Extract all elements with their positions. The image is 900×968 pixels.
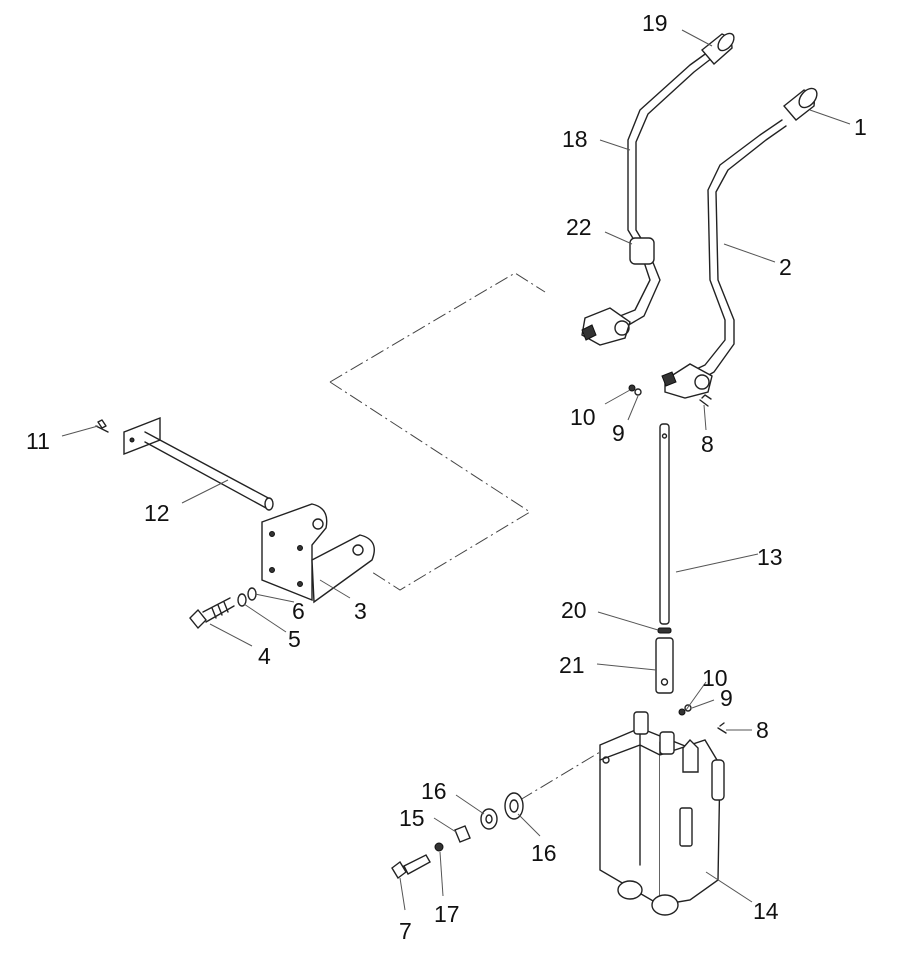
callout-15: 15 [399, 805, 425, 831]
bushing-15 [454, 825, 471, 843]
bracket-3 [261, 503, 375, 604]
knob-1 [782, 87, 818, 121]
leader-lines [61, 29, 851, 911]
callout-16: 16 [421, 778, 447, 804]
callout-13: 13 [757, 544, 783, 570]
knob-19 [700, 32, 735, 65]
washer-6 [247, 587, 257, 601]
callout-19: 19 [642, 10, 668, 36]
lever-18 [581, 51, 713, 346]
callout-17: 17 [434, 901, 460, 927]
bolt-8-lower [717, 722, 727, 734]
callout-7: 7 [399, 918, 412, 944]
callout-12: 12 [144, 500, 170, 526]
washer-16 [480, 808, 498, 830]
callout-10: 10 [570, 404, 596, 430]
callout-21: 21 [559, 652, 585, 678]
callout-20: 20 [561, 597, 587, 623]
callout-9: 9 [612, 420, 625, 446]
control-valve-14 [599, 711, 725, 916]
bolt-11 [95, 419, 109, 433]
callout-9-lower: 9 [720, 685, 733, 711]
callout-5: 5 [288, 626, 301, 652]
callout-2: 2 [779, 254, 792, 280]
callout-10-lower: 10 [702, 665, 728, 691]
callout-22: 22 [566, 214, 592, 240]
callout-3: 3 [354, 598, 367, 624]
callout-11: 11 [26, 428, 50, 454]
callout-14: 14 [753, 898, 779, 924]
washer-9 [634, 388, 642, 396]
callout-18: 18 [562, 126, 588, 152]
nut-10-lower [678, 708, 686, 716]
callout-4: 4 [258, 643, 271, 669]
callout-labels: 19 1 18 22 2 10 9 8 11 12 13 6 3 5 4 20 … [26, 10, 867, 944]
callout-6: 6 [292, 598, 305, 624]
bolt-8 [699, 394, 712, 407]
callout-8: 8 [701, 431, 714, 457]
assembly-reference-line [329, 272, 546, 591]
lever-2 [661, 119, 787, 399]
clevis-21 [655, 637, 674, 694]
washer-5 [237, 593, 247, 607]
rod-13 [659, 423, 670, 625]
bolt-7 [391, 854, 431, 880]
ring-20 [657, 627, 672, 634]
washer-17 [434, 842, 444, 852]
callout-16-lower: 16 [531, 840, 557, 866]
seal-16 [504, 792, 524, 820]
rod-12 [123, 416, 274, 511]
bolt-4 [189, 597, 235, 630]
nut-10 [628, 384, 636, 392]
callout-1: 1 [854, 114, 867, 140]
callout-8-lower: 8 [756, 717, 769, 743]
assembly-reference-line [519, 751, 601, 801]
